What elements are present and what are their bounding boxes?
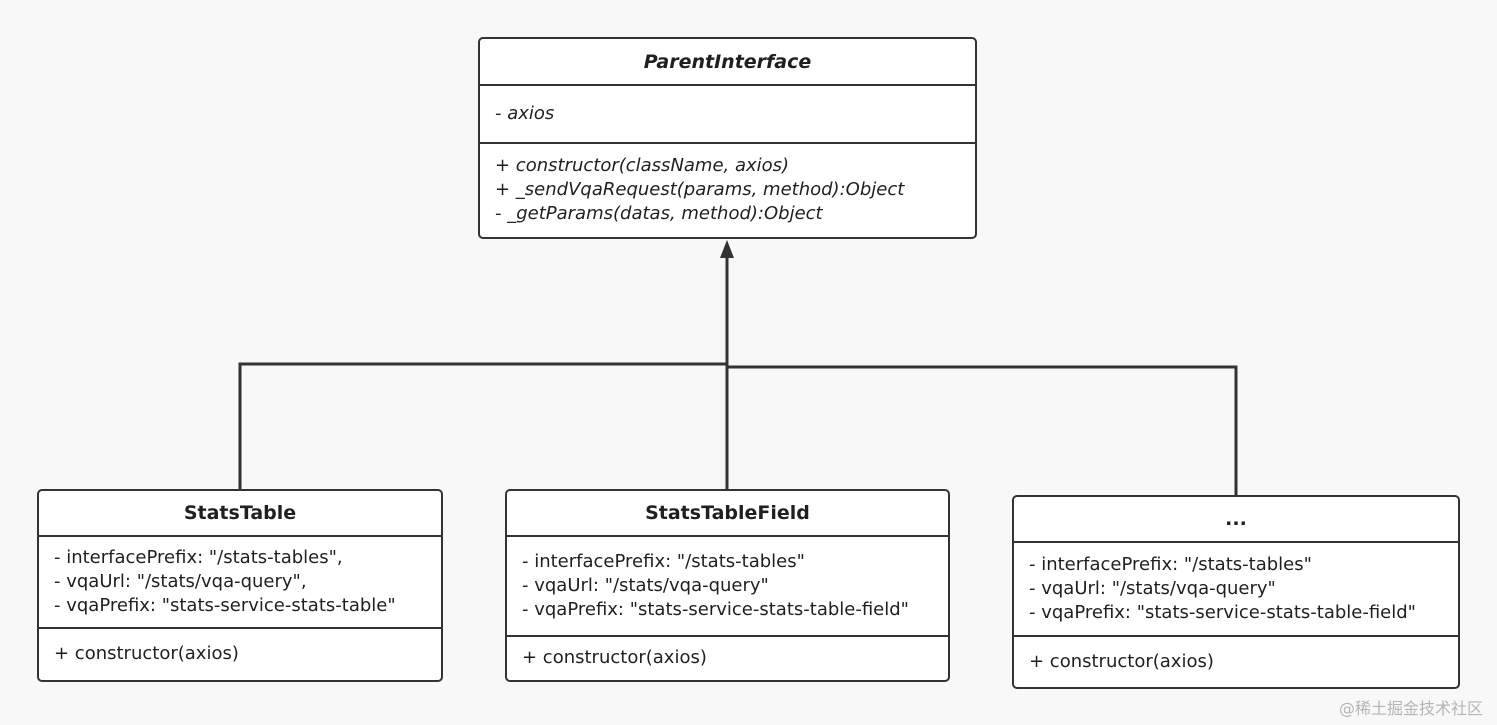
method-item: + constructor(axios) [54, 643, 239, 664]
attribute-item: - vqaPrefix: "stats-service-stats-table" [54, 595, 396, 616]
methods-section-stats-table: + constructor(axios) [39, 629, 441, 679]
attributes-section-more: - interfacePrefix: "/stats-tables" - vqa… [1014, 543, 1458, 637]
attribute-item: - vqaUrl: "/stats/vqa-query" [1029, 578, 1276, 599]
class-box-stats-table[interactable]: StatsTable - interfacePrefix: "/stats-ta… [37, 489, 443, 682]
attribute-item: - interfacePrefix: "/stats-tables" [1029, 554, 1312, 575]
class-name-parent-interface: ParentInterface [480, 39, 975, 86]
class-box-more[interactable]: ... - interfacePrefix: "/stats-tables" -… [1012, 495, 1460, 689]
class-box-stats-table-field[interactable]: StatsTableField - interfacePrefix: "/sta… [505, 489, 950, 682]
attribute-item: - interfacePrefix: "/stats-tables", [54, 547, 343, 568]
attribute-item: - vqaUrl: "/stats/vqa-query" [522, 575, 769, 596]
method-item: + constructor(axios) [522, 647, 707, 668]
attributes-section-stats-table-field: - interfacePrefix: "/stats-tables" - vqa… [507, 537, 948, 637]
attribute-item: - interfacePrefix: "/stats-tables" [522, 551, 805, 572]
class-name-stats-table: StatsTable [39, 491, 441, 537]
attribute-item: - axios [495, 103, 555, 124]
attributes-section-parent-interface: - axios [480, 86, 975, 144]
watermark: @稀土掘金技术社区 [1338, 699, 1483, 718]
methods-section-more: + constructor(axios) [1014, 637, 1458, 686]
method-item: - _getParams(datas, method):Object [495, 203, 823, 224]
class-name-more: ... [1014, 497, 1458, 543]
class-box-parent-interface[interactable]: ParentInterface - axios + constructor(cl… [478, 37, 977, 239]
method-item: + _sendVqaRequest(params, method):Object [495, 179, 905, 200]
class-name-stats-table-field: StatsTableField [507, 491, 948, 537]
attribute-item: - vqaUrl: "/stats/vqa-query", [54, 571, 307, 592]
attribute-item: - vqaPrefix: "stats-service-stats-table-… [1029, 602, 1416, 623]
inheritance-arrowhead [720, 240, 734, 258]
attributes-section-stats-table: - interfacePrefix: "/stats-tables", - vq… [39, 537, 441, 629]
methods-section-stats-table-field: + constructor(axios) [507, 637, 948, 679]
method-item: + constructor(axios) [1029, 650, 1214, 672]
connector-more [727, 365, 1238, 496]
attribute-item: - vqaPrefix: "stats-service-stats-table-… [522, 599, 909, 620]
method-item: + constructor(className, axios) [495, 155, 790, 176]
methods-section-parent-interface: + constructor(className, axios) + _sendV… [480, 144, 975, 236]
connector-stats-table [238, 362, 727, 490]
